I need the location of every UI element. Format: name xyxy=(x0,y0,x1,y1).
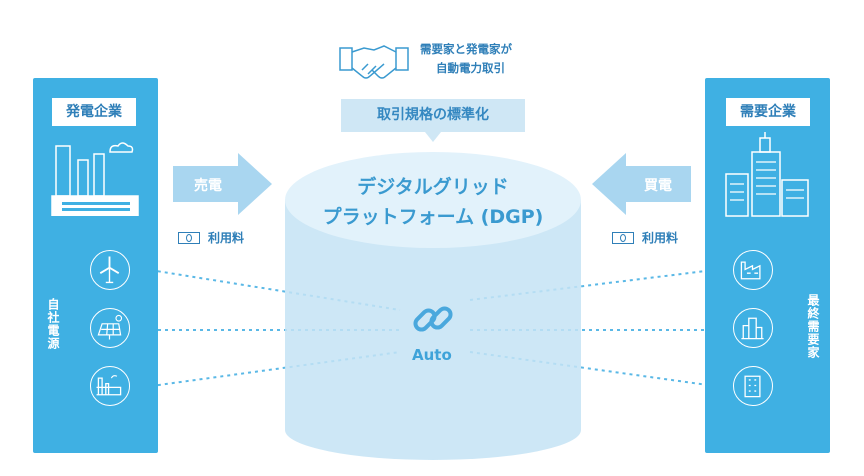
money-icon xyxy=(178,231,200,244)
connector-line xyxy=(143,268,401,311)
standard-label: 取引規格の標準化 xyxy=(341,99,525,132)
handshake-line1: 需要家と発電家が xyxy=(420,42,512,56)
office-buildings-icon xyxy=(733,308,773,348)
standard-pointer xyxy=(425,132,441,142)
factory-icon xyxy=(733,250,773,290)
consumer-company-icon xyxy=(725,132,809,217)
self-power-source-label: 自社電源 xyxy=(46,298,60,350)
generator-panel-title: 発電企業 xyxy=(52,98,136,126)
buy-power-label: 買電 xyxy=(644,178,672,194)
money-icon xyxy=(612,231,634,244)
buy-arrow-shape xyxy=(592,153,691,215)
sell-fee: 利用料 xyxy=(178,229,244,246)
handshake-caption: 需要家と発電家が 自動電力取引 xyxy=(420,40,512,78)
end-consumer-label: 最終需要家 xyxy=(806,294,820,359)
consumer-panel-title: 需要企業 xyxy=(726,98,810,126)
building-icon xyxy=(733,366,773,406)
sell-arrow-shape xyxy=(173,153,272,215)
platform-title-line1: デジタルグリッド xyxy=(357,176,509,198)
handshake-icon xyxy=(339,45,409,79)
auto-label: Auto xyxy=(412,346,452,364)
power-plant-icon xyxy=(90,366,130,406)
wind-turbine-icon xyxy=(90,250,130,290)
sell-fee-label: 利用料 xyxy=(208,231,245,245)
chain-link-icon xyxy=(413,306,453,332)
platform-cylinder xyxy=(285,152,581,460)
power-company-icon xyxy=(51,142,139,216)
platform-title-line2: プラットフォーム (DGP) xyxy=(322,206,544,228)
buy-fee-label: 利用料 xyxy=(642,231,679,245)
sell-power-label: 売電 xyxy=(194,178,222,194)
buy-fee: 利用料 xyxy=(612,229,678,246)
solar-panel-icon xyxy=(90,308,130,348)
connector-line xyxy=(143,351,401,388)
handshake-line2: 自動電力取引 xyxy=(436,61,505,75)
